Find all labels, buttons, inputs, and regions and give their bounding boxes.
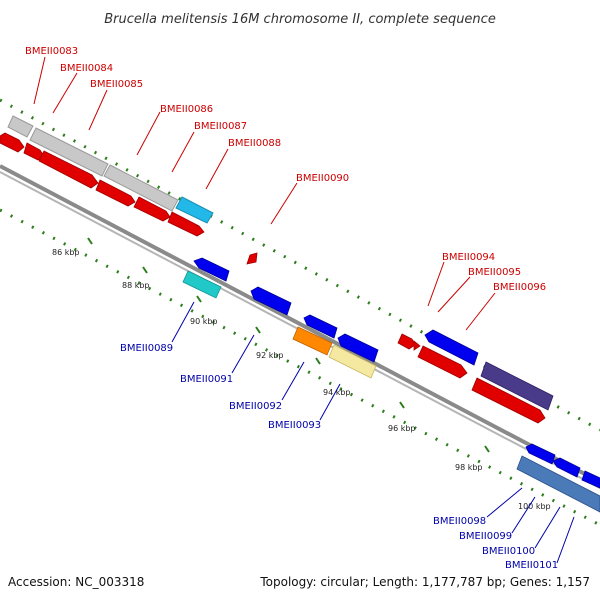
feature-bar	[103, 164, 179, 212]
gene-arrow	[250, 286, 292, 316]
tick-label-94: 94 kbp	[323, 388, 351, 397]
gene-label[interactable]: BMEII0092	[229, 401, 282, 412]
gene-label[interactable]: BMEII0087	[194, 121, 247, 132]
gene-arrow	[167, 211, 205, 237]
gene-label[interactable]: BMEII0100	[482, 546, 535, 557]
gene-label[interactable]: BMEII0090	[296, 173, 349, 184]
map-title: Brucella melitensis 16M chromosome II, c…	[104, 12, 496, 27]
forward-gene-labels: BMEII0083 BMEII0084 BMEII0085 BMEII0086 …	[25, 46, 546, 293]
feature-bar	[292, 326, 333, 356]
gene-arrow	[413, 340, 421, 351]
backbone-outer	[0, 164, 600, 484]
gene-label[interactable]: BMEII0096	[493, 282, 546, 293]
tick-label-100: 100 kbp	[518, 502, 551, 511]
tick-label-86: 86 kbp	[52, 248, 80, 257]
gene-arrow	[246, 252, 258, 265]
feature-bar	[328, 344, 377, 379]
gene-arrow	[337, 333, 379, 363]
gene-arrow	[424, 329, 479, 366]
gene-label[interactable]: BMEII0083	[25, 46, 78, 57]
feature-bar	[7, 115, 34, 138]
right-genes	[397, 329, 600, 513]
tick-label-96: 96 kbp	[388, 424, 416, 433]
tick-label-98: 98 kbp	[455, 463, 483, 472]
gene-label[interactable]: BMEII0098	[433, 516, 486, 527]
reverse-gene-labels: BMEII0089 BMEII0091 BMEII0092 BMEII0093 …	[120, 343, 558, 571]
gene-label[interactable]: BMEII0085	[90, 79, 143, 90]
gene-arrow	[95, 179, 136, 207]
gene-arrow	[193, 257, 230, 282]
accession-text: Accession: NC_003318	[8, 575, 144, 589]
inner-tick-ruler	[0, 208, 600, 527]
gene-label[interactable]: BMEII0091	[180, 374, 233, 385]
topology-text: Topology: circular; Length: 1,177,787 bp…	[259, 575, 590, 589]
feature-bar	[182, 270, 222, 299]
gene-label[interactable]: BMEII0093	[268, 420, 321, 431]
gene-label[interactable]: BMEII0084	[60, 63, 113, 74]
feature-bar	[516, 455, 600, 513]
feature-bar	[29, 127, 109, 177]
gene-label[interactable]: BMEII0094	[442, 252, 495, 263]
gene-label[interactable]: BMEII0089	[120, 343, 173, 354]
reverse-genes-middle	[182, 257, 379, 379]
feature-bar	[175, 196, 214, 224]
gene-arrow	[552, 457, 581, 478]
gene-label[interactable]: BMEII0088	[228, 138, 281, 149]
forward-genes-left	[0, 132, 258, 265]
feature-bar	[480, 361, 554, 411]
tick-label-92: 92 kbp	[256, 351, 284, 360]
gene-arrow	[525, 443, 556, 465]
outer-grey-features	[7, 115, 214, 224]
gene-arrow	[303, 314, 338, 339]
reverse-label-leaders	[171, 301, 575, 564]
gene-arrow	[471, 377, 546, 424]
tick-label-90: 90 kbp	[190, 317, 218, 326]
forward-label-leaders	[33, 56, 496, 331]
gene-label[interactable]: BMEII0095	[468, 267, 521, 278]
gene-arrow	[581, 470, 600, 489]
gene-label[interactable]: BMEII0101	[505, 560, 558, 571]
gene-arrow	[133, 196, 171, 222]
gene-arrow	[0, 132, 25, 153]
gene-arrow	[397, 333, 416, 350]
gene-arrow	[38, 150, 99, 189]
gene-label[interactable]: BMEII0099	[459, 531, 512, 542]
gene-arrow	[417, 345, 468, 379]
tick-label-88: 88 kbp	[122, 281, 150, 290]
gene-label[interactable]: BMEII0086	[160, 104, 213, 115]
